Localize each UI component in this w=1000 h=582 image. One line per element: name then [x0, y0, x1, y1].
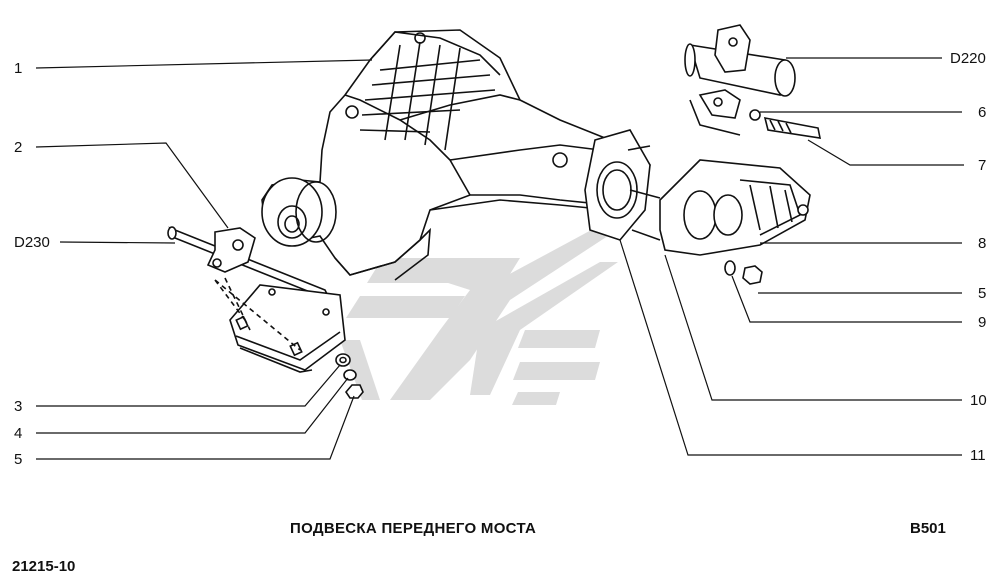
callout-7: 7 — [978, 157, 987, 174]
model-code: 21215-10 — [12, 558, 76, 575]
callout-9: 9 — [978, 314, 987, 331]
callout-3: 3 — [14, 398, 23, 415]
watermark-logo — [340, 228, 620, 405]
callout-5-right: 5 — [978, 285, 987, 302]
left-fasteners — [335, 353, 364, 399]
support-rod — [167, 226, 346, 373]
callout-d220: D220 — [950, 50, 986, 67]
callout-2: 2 — [14, 139, 23, 156]
tube-clamp — [684, 24, 822, 139]
axle-housing — [261, 29, 651, 281]
callout-11: 11 — [970, 447, 986, 464]
callout-5-left: 5 — [14, 451, 23, 468]
callout-d230: D230 — [14, 234, 50, 251]
callout-1: 1 — [14, 60, 23, 77]
callout-10: 10 — [970, 392, 987, 409]
callout-6: 6 — [978, 104, 987, 121]
callout-4: 4 — [14, 425, 23, 442]
diagram-caption: ПОДВЕСКА ПЕРЕДНЕГО МОСТА — [290, 520, 537, 537]
callout-8: 8 — [978, 235, 987, 252]
mounting-bracket — [584, 129, 811, 285]
sheet-code: B501 — [910, 520, 946, 537]
leader-lines — [35, 57, 964, 460]
